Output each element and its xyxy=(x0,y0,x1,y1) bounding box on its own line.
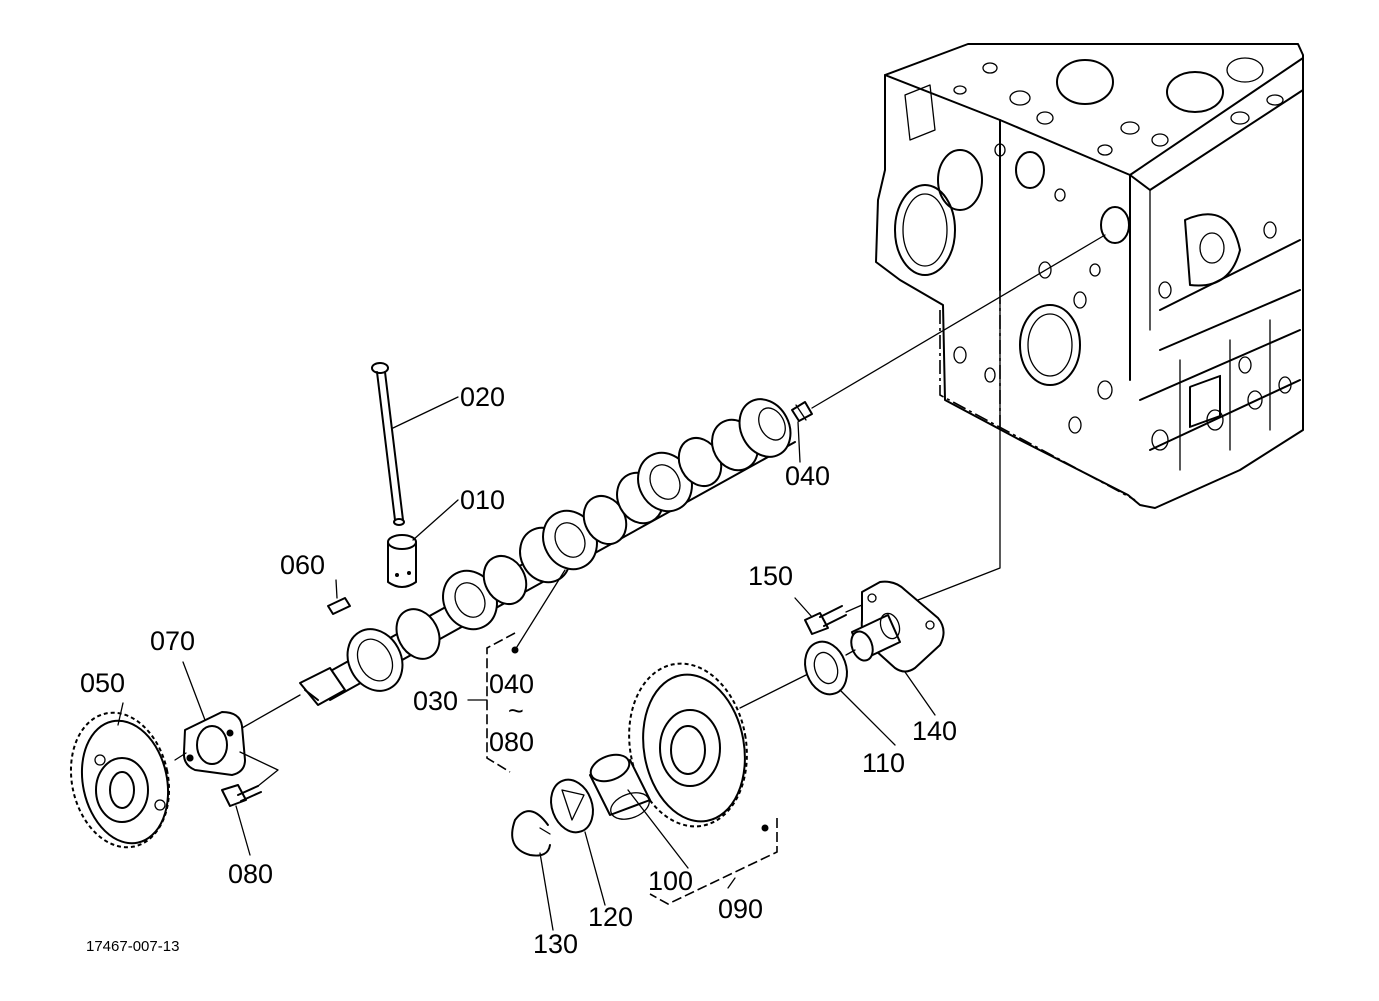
key-060 xyxy=(327,597,351,615)
assembly-lines xyxy=(174,234,1106,787)
camshaft xyxy=(299,398,796,706)
label-100: 100 xyxy=(648,866,693,896)
label-040-range-start: 040 xyxy=(489,669,534,699)
part-labels: 020 010 060 070 050 080 040 030 040 ~ 08… xyxy=(80,382,957,959)
push-rod xyxy=(371,362,405,526)
label-130: 130 xyxy=(533,929,578,959)
label-120: 120 xyxy=(588,902,633,932)
label-range-tilde: ~ xyxy=(508,696,524,726)
cam-gear xyxy=(69,711,171,849)
leader-lines xyxy=(117,396,936,931)
bushing xyxy=(589,753,651,820)
idle-gear-shaft xyxy=(850,580,945,673)
bracket-030 xyxy=(486,632,516,773)
idle-gear xyxy=(628,662,748,828)
washer xyxy=(550,778,594,834)
label-010: 010 xyxy=(460,485,505,515)
label-030: 030 xyxy=(413,686,458,716)
label-150: 150 xyxy=(748,561,793,591)
tappet xyxy=(387,534,417,588)
label-140: 140 xyxy=(912,716,957,746)
label-050: 050 xyxy=(80,668,125,698)
label-040: 040 xyxy=(785,461,830,491)
label-080-range-end: 080 xyxy=(489,727,534,757)
label-060: 060 xyxy=(280,550,325,580)
bolt-080 xyxy=(221,784,262,807)
plug-040 xyxy=(791,401,813,422)
label-090: 090 xyxy=(718,894,763,924)
thrust-plate xyxy=(182,711,246,776)
label-020: 020 xyxy=(460,382,505,412)
label-070: 070 xyxy=(150,626,195,656)
drawing-reference-number: 17467-007-13 xyxy=(86,938,179,955)
bolt-150 xyxy=(804,605,847,635)
label-110: 110 xyxy=(862,748,905,778)
bracket-090 xyxy=(649,818,778,905)
collar xyxy=(804,640,848,696)
engine-block xyxy=(875,43,1304,509)
circlip xyxy=(511,810,551,857)
label-080: 080 xyxy=(228,859,273,889)
